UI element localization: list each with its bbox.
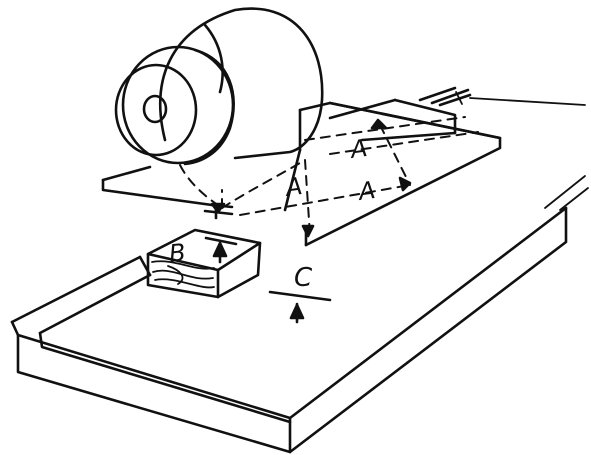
saw-motor: [114, 7, 324, 166]
label-a-right: A: [355, 176, 377, 206]
label-a-middle: A: [282, 172, 304, 202]
marker-under-saw: [203, 204, 234, 220]
wood-block-b: [146, 228, 262, 299]
base-board: [10, 97, 589, 454]
sliding-carriage: [298, 86, 502, 247]
label-b: B: [168, 238, 187, 268]
label-c: C: [294, 263, 313, 293]
marker-c: [268, 290, 332, 324]
label-a-top: A: [347, 134, 369, 164]
